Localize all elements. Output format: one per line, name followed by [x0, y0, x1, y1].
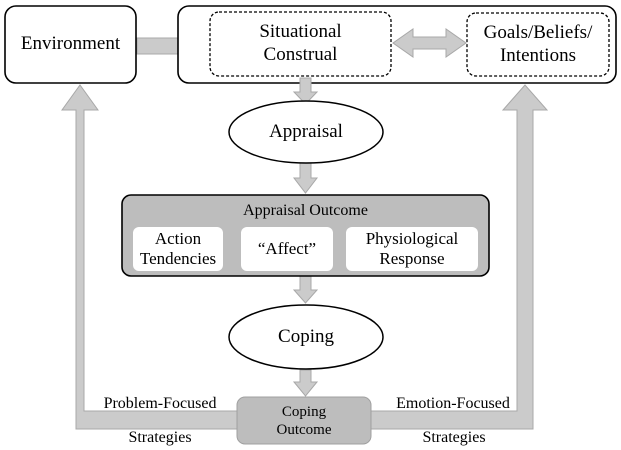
- coping-to-outcome-arrow: [292, 369, 319, 397]
- problem-strategies-label: Strategies: [128, 429, 192, 447]
- coping-outcome-box: [236, 396, 372, 445]
- appraisal-label: Appraisal: [269, 120, 343, 142]
- emotion-focused-arrow: [369, 84, 549, 430]
- physiological-response-box: [346, 227, 478, 271]
- goals-box: [466, 12, 610, 77]
- affect-box: [241, 227, 333, 271]
- problem-focused-label: Problem-Focused: [103, 395, 217, 413]
- appraisal-to-outcome-arrow: [292, 162, 319, 194]
- environment-label: Environment: [20, 33, 121, 55]
- physiological-response-label: Physiological Response: [365, 228, 459, 268]
- action-tendencies-label: Action Tendencies: [139, 228, 217, 268]
- situational-construal-label: Situational Construal: [259, 21, 342, 65]
- construal-goals-double-arrow: [392, 28, 467, 58]
- affect-label: “Affect”: [257, 238, 317, 258]
- appraisal-ellipse: [228, 100, 384, 164]
- construal-to-appraisal-arrow: [292, 77, 319, 105]
- problem-focused-arrow: [61, 84, 239, 430]
- action-tendencies-box: [133, 227, 223, 271]
- coping-ellipse: [228, 304, 384, 370]
- goals-label: Goals/Beliefs/ Intentions: [483, 21, 593, 66]
- emotion-strategies-label: Strategies: [422, 429, 486, 447]
- situational-construal-box: [209, 11, 392, 77]
- outcome-to-coping-arrow: [292, 274, 319, 304]
- coping-label: Coping: [278, 325, 334, 347]
- emotion-focused-label: Emotion-Focused: [396, 395, 510, 413]
- appraisal-outcome-title: Appraisal Outcome: [243, 202, 368, 220]
- environment-box: [4, 5, 137, 84]
- coping-outcome-label: Coping Outcome: [276, 403, 332, 438]
